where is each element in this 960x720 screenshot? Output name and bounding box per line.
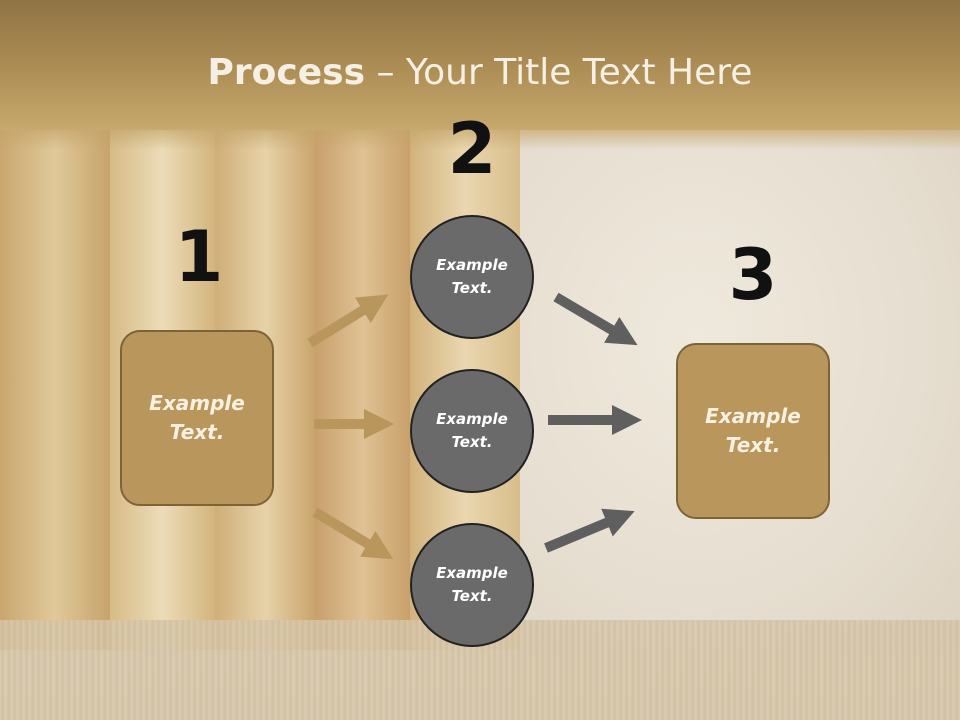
background-cloth	[0, 620, 960, 720]
step-1-text: Example Text.	[149, 391, 245, 444]
step-1-box[interactable]: Example Text.	[120, 330, 274, 506]
header-band	[0, 0, 960, 150]
step-2-text-middle: Example Text.	[436, 410, 508, 451]
step-2-circle-top[interactable]: Example Text.	[410, 215, 534, 339]
title-bold: Process	[207, 52, 366, 93]
slide-title: Process – Your Title Text Here	[0, 52, 960, 93]
step-3-number: 3	[728, 234, 778, 316]
step-1-number: 1	[174, 216, 224, 298]
title-rest: – Your Title Text Here	[365, 52, 753, 93]
arrow-2a-to-3	[553, 292, 638, 346]
step-3-box[interactable]: Example Text.	[676, 343, 830, 519]
arrow-1-to-2c	[312, 507, 394, 560]
step-2-circle-bottom[interactable]: Example Text.	[410, 523, 534, 647]
step-2-text-bottom: Example Text.	[436, 564, 508, 605]
step-2-number: 2	[447, 108, 497, 190]
step-2-circle-middle[interactable]: Example Text.	[410, 369, 534, 493]
step-3-text: Example Text.	[705, 404, 801, 457]
arrow-1-to-2a	[307, 294, 389, 348]
arrow-2c-to-3	[544, 508, 635, 553]
step-2-text-top: Example Text.	[436, 256, 508, 297]
